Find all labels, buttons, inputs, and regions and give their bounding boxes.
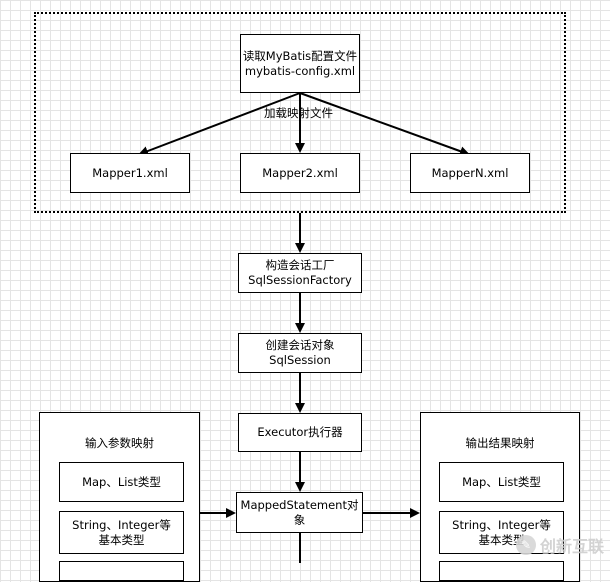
mappern-label: MapperN.xml (431, 165, 509, 180)
arrow-config-to-mapper1 (138, 92, 301, 156)
config-line2: mybatis-config.xml (244, 63, 356, 78)
mapper1-box: Mapper1.xml (70, 153, 190, 193)
config-group-border (34, 12, 566, 213)
load-mapping-label: 加载映射文件 (264, 106, 333, 120)
mappern-box: MapperN.xml (410, 153, 530, 193)
mapped-statement-label: MappedStatement对象 (240, 497, 359, 527)
output-basic-line1: String、Integer等 (452, 517, 551, 532)
input-basic-line1: String、Integer等 (72, 517, 171, 532)
watermark-logo-icon: ✎ (515, 535, 536, 555)
watermark-text: 创新互联 (539, 537, 604, 556)
config-box: 读取MyBatis配置文件 mybatis-config.xml (240, 34, 360, 93)
mapper2-box: Mapper2.xml (240, 153, 360, 193)
mapper1-label: Mapper1.xml (92, 165, 168, 180)
output-extra-box (439, 561, 564, 581)
output-basic-line2: 基本类型 (478, 532, 525, 547)
factory-line1: 构造会话工厂 (265, 258, 335, 272)
output-map-list-box: Map、List类型 (439, 462, 564, 502)
input-map-list-box: Map、List类型 (59, 462, 184, 502)
executor-label: Executor执行器 (257, 425, 343, 439)
mapped-statement-box: MappedStatement对象 (236, 492, 363, 533)
input-map-list-label: Map、List类型 (82, 474, 161, 489)
session-line1: 创建会话对象 (265, 338, 335, 352)
factory-line2: SqlSessionFactory (248, 273, 352, 287)
config-line1: 读取MyBatis配置文件 (242, 48, 358, 63)
session-factory-box: 构造会话工厂 SqlSessionFactory (238, 253, 362, 293)
input-basic-types-box: String、Integer等 基本类型 (59, 511, 184, 554)
connector-lines (138, 92, 470, 563)
output-basic-types-box: String、Integer等 基本类型 (439, 511, 564, 554)
input-extra-box (59, 561, 184, 581)
executor-box: Executor执行器 (238, 413, 362, 452)
watermark: ✎ 创新互联 (515, 533, 604, 557)
session-line2: SqlSession (269, 353, 331, 367)
sql-session-box: 创建会话对象 SqlSession (238, 333, 362, 373)
mapper2-label: Mapper2.xml (262, 165, 338, 180)
output-map-list-label: Map、List类型 (462, 474, 541, 489)
input-basic-line2: 基本类型 (98, 532, 145, 547)
output-panel-title: 输出结果映射 (465, 436, 535, 450)
input-panel-title: 输入参数映射 (85, 436, 154, 450)
arrow-config-to-mappern (299, 92, 470, 156)
